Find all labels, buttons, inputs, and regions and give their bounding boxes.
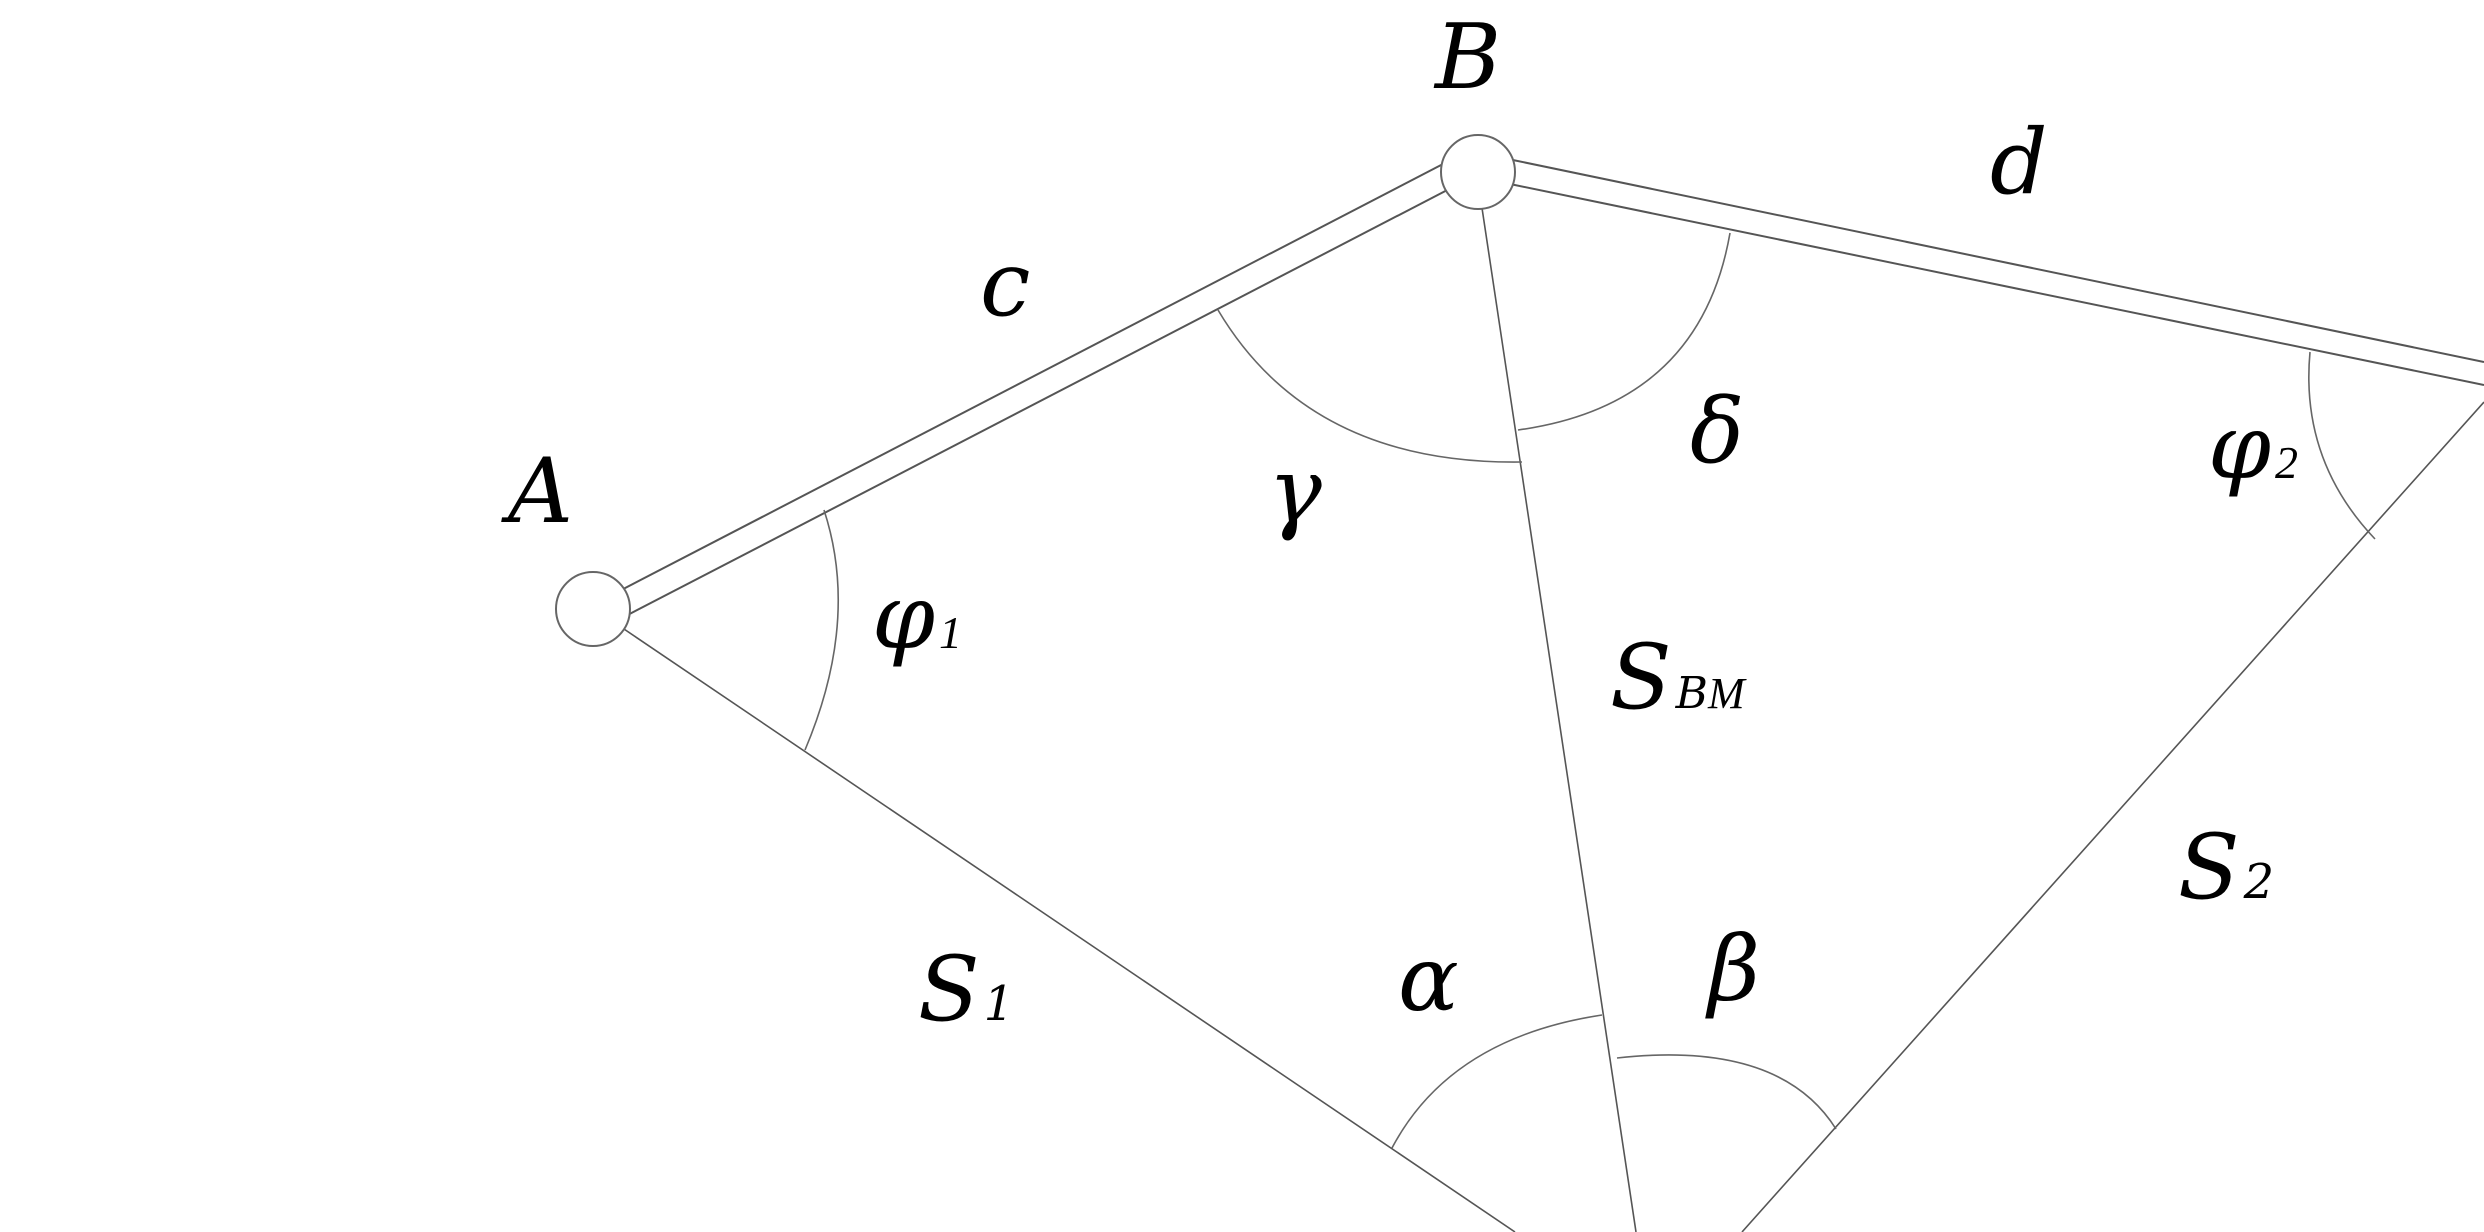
- edge-sbm: [1481, 207, 1637, 1232]
- label-s1: S1: [918, 937, 1014, 1042]
- label-s2: S2: [2178, 815, 2274, 920]
- arc-beta: [1616, 1054, 1837, 1130]
- label-a: A: [501, 439, 573, 544]
- arc-phi1: [804, 509, 840, 751]
- label-phi1-sub: 1: [939, 607, 962, 658]
- label-delta: δ: [1690, 379, 1744, 484]
- edge-c: [603, 163, 1456, 621]
- label-s1-main: S: [918, 937, 980, 1042]
- label-c: c: [980, 232, 1030, 337]
- label-phi2: φ2: [2208, 395, 2298, 500]
- label-sbm-main: S: [1610, 625, 1672, 730]
- label-phi2-main: φ: [2208, 395, 2271, 500]
- label-d: d: [1990, 110, 2048, 215]
- arc-phi2: [2308, 351, 2376, 540]
- label-phi1-main: φ: [872, 565, 935, 670]
- label-beta: β: [1705, 917, 1760, 1022]
- edge-s2: [1741, 401, 2484, 1232]
- arc-gamma: [1217, 309, 1523, 463]
- edge-s1: [620, 626, 1516, 1232]
- arc-delta: [1517, 232, 1731, 431]
- label-phi2-sub: 2: [2275, 437, 2298, 488]
- arc-alpha: [1391, 1014, 1603, 1149]
- label-s2-sub: 2: [2243, 854, 2275, 910]
- label-gamma: γ: [1268, 439, 1322, 544]
- edge-d: [1507, 158, 2484, 386]
- label-sbm-sub-m: M: [1707, 669, 1747, 718]
- label-b: B: [1433, 5, 1501, 110]
- point-b-circle: [1440, 134, 1516, 210]
- label-alpha: α: [1398, 927, 1459, 1032]
- point-a-circle: [555, 571, 631, 647]
- label-sbm: SBM: [1610, 625, 1747, 730]
- label-sbm-sub-b: B: [1675, 668, 1708, 719]
- label-s2-main: S: [2178, 815, 2240, 920]
- label-phi1: φ1: [872, 565, 962, 670]
- label-s1-sub: 1: [984, 976, 1015, 1032]
